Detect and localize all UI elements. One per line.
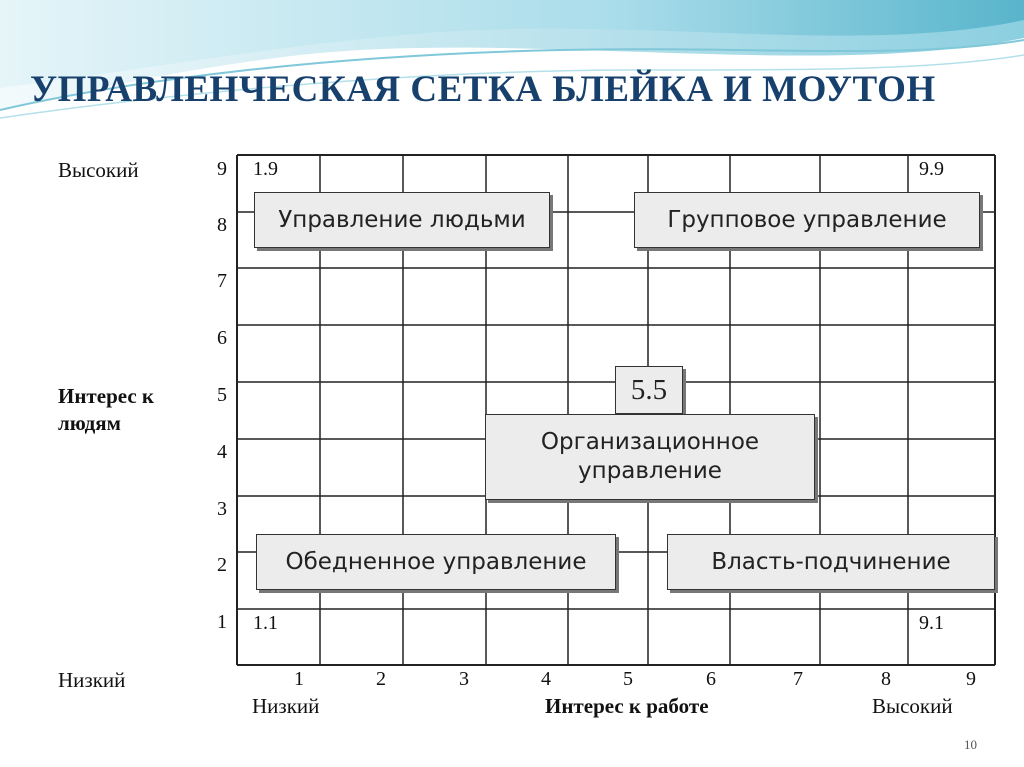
y-tick-5: 5 (217, 384, 227, 406)
x-axis-low-label: Низкий (252, 694, 320, 718)
slide-title: УПРАВЛЕНЧЕСКАЯ СЕТКА БЛЕЙКА И МОУТОН (30, 69, 936, 110)
y-tick-9: 9 (217, 158, 227, 180)
box-team-management: Групповое управление (634, 192, 980, 248)
box-center-score: 5.5 (615, 366, 683, 414)
box-organizational-line2: управление (578, 458, 722, 484)
box-organizational-management: Организационное управление (485, 414, 815, 500)
y-axis-title-line2: людям (58, 411, 121, 435)
box-team-management-label: Групповое управление (667, 206, 947, 233)
box-impoverished-management-label: Обедненное управление (285, 548, 587, 575)
x-tick-9: 9 (966, 668, 976, 690)
y-tick-1: 1 (217, 611, 227, 633)
y-tick-4: 4 (217, 441, 227, 463)
y-tick-2: 2 (217, 554, 227, 576)
page-number: 10 (964, 737, 977, 752)
y-axis-high-label: Высокий (58, 158, 139, 182)
x-axis-high-label: Высокий (872, 694, 953, 718)
x-tick-4: 4 (541, 668, 551, 690)
x-tick-3: 3 (459, 668, 469, 690)
x-tick-8: 8 (881, 668, 891, 690)
y-tick-7: 7 (217, 270, 227, 292)
y-axis-title-line1: Интерес к (58, 384, 154, 408)
header-wave-decoration (0, 0, 1024, 119)
y-tick-8: 8 (217, 214, 227, 236)
box-impoverished-management: Обедненное управление (256, 534, 616, 590)
corner-score-1-1: 1.1 (253, 612, 278, 634)
box-authority-compliance: Власть-подчинение (667, 534, 995, 590)
box-authority-compliance-label: Власть-подчинение (711, 548, 951, 575)
y-tick-6: 6 (217, 327, 227, 349)
y-tick-3: 3 (217, 498, 227, 520)
box-people-management: Управление людьми (254, 192, 550, 248)
box-organizational-line1: Организационное (540, 429, 760, 456)
y-axis-low-label: Низкий (58, 668, 126, 692)
x-tick-2: 2 (376, 668, 386, 690)
corner-score-9-1: 9.1 (919, 612, 944, 634)
x-tick-7: 7 (793, 668, 803, 690)
corner-score-9-9: 9.9 (919, 158, 944, 180)
x-tick-5: 5 (623, 668, 633, 690)
corner-score-1-9: 1.9 (253, 158, 278, 180)
x-tick-1: 1 (294, 668, 304, 690)
box-center-score-label: 5.5 (630, 373, 668, 406)
x-tick-6: 6 (706, 668, 716, 690)
x-axis-title: Интерес к работе (545, 694, 709, 718)
box-people-management-label: Управление людьми (278, 206, 526, 233)
